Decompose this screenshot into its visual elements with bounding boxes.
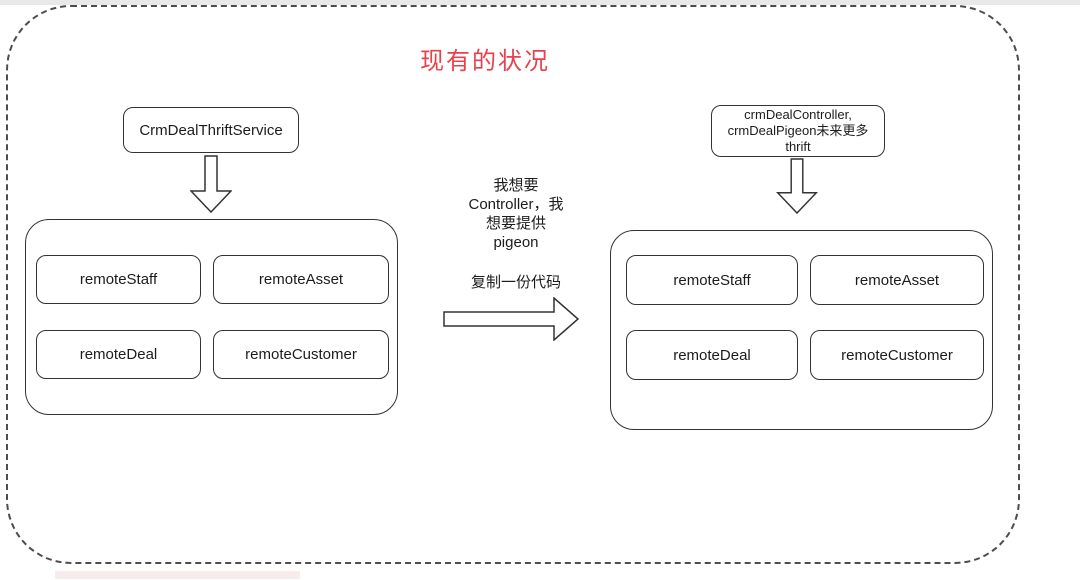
middle-note-line3: 想要提供 — [485, 215, 546, 232]
left-service-label: CrmDealThriftService — [139, 121, 283, 139]
right-module-remote-deal-label: remoteDeal — [673, 346, 751, 364]
left-module-remote-deal: remoteDeal — [36, 330, 201, 379]
left-module-remote-deal-label: remoteDeal — [79, 346, 158, 363]
left-module-remote-staff-label: remoteStaff — [79, 271, 158, 288]
top-edge-strip — [0, 0, 1080, 5]
left-service-container: remoteStaff remoteAsset remoteDeal remot… — [25, 219, 398, 415]
arrow-right-icon — [443, 297, 579, 341]
middle-note-line1: 我想要 — [493, 177, 539, 194]
right-module-remote-deal: remoteDeal — [626, 330, 798, 380]
right-module-remote-staff: remoteStaff — [626, 255, 798, 305]
left-module-remote-staff: remoteStaff — [36, 255, 201, 304]
left-module-remote-asset: remoteAsset — [213, 255, 389, 304]
right-service-label-line2: crmDealPigeon未来更多 — [727, 123, 869, 138]
right-module-remote-asset-label: remoteAsset — [854, 271, 940, 289]
copy-code-label: 复制一份代码 — [470, 274, 561, 291]
left-module-remote-asset-label: remoteAsset — [258, 271, 344, 288]
middle-note: 我想要 Controller，我 想要提供 pigeon — [440, 176, 592, 252]
dashed-boundary — [6, 5, 1020, 564]
middle-note-line2: Controller，我 — [468, 196, 564, 213]
arrow-down-right-icon — [776, 158, 818, 214]
left-module-remote-customer-label: remoteCustomer — [245, 346, 357, 363]
right-module-remote-customer: remoteCustomer — [810, 330, 984, 380]
middle-note-line4: pigeon — [493, 234, 539, 251]
left-module-remote-customer: remoteCustomer — [213, 330, 389, 379]
right-module-remote-customer-label: remoteCustomer — [841, 346, 953, 364]
arrow-down-left-icon — [190, 155, 232, 213]
left-service-node: CrmDealThriftService — [123, 107, 299, 153]
diagram-title: 现有的状况 — [420, 48, 550, 75]
right-module-remote-staff-label: remoteStaff — [673, 271, 751, 289]
right-service-container: remoteStaff remoteAsset remoteDeal remot… — [610, 230, 993, 430]
right-service-label-line1: crmDealController, — [744, 107, 852, 122]
right-module-remote-asset: remoteAsset — [810, 255, 984, 305]
right-service-label-line3: thrift — [785, 139, 811, 154]
right-service-node: crmDealController, crmDealPigeon未来更多 thr… — [711, 105, 885, 157]
bottom-faint-artifact — [55, 571, 300, 579]
